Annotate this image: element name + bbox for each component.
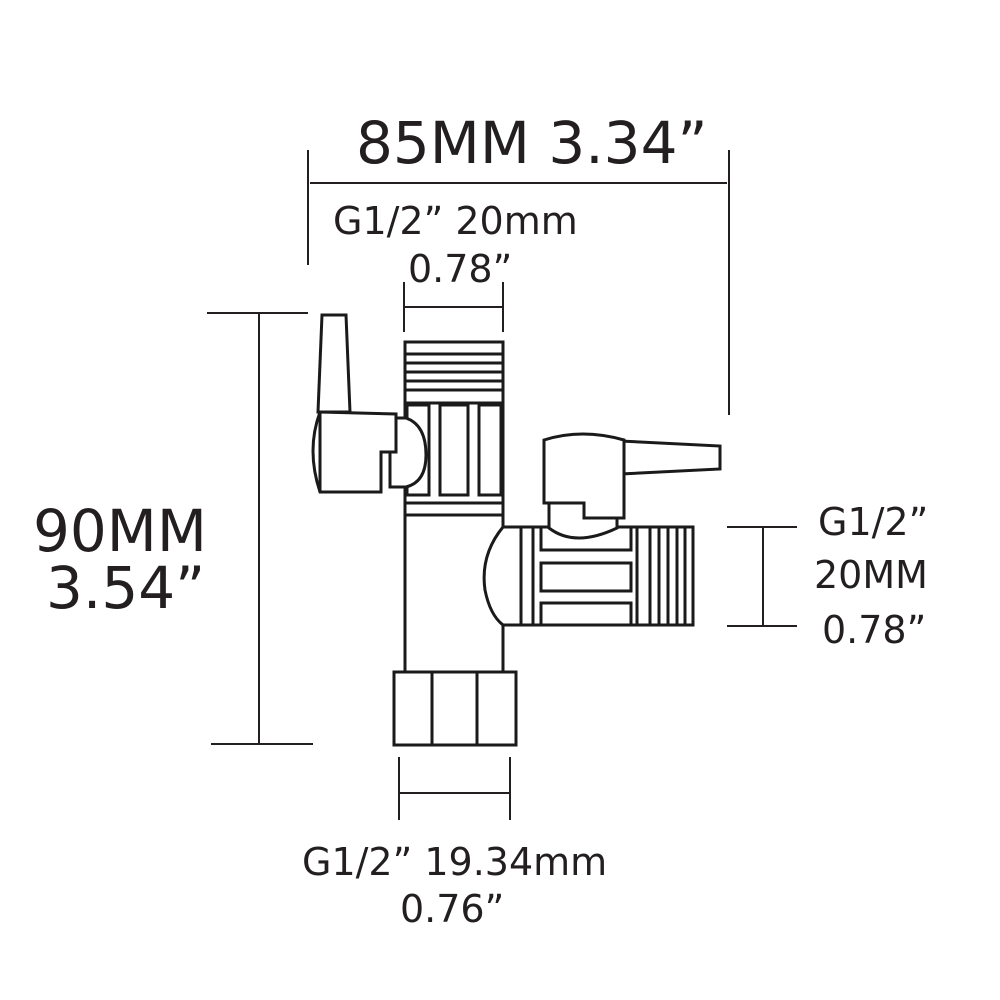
right-valve-outlet xyxy=(482,525,695,627)
top-inlet-thread-label: G1/2” 20mm xyxy=(333,199,578,243)
side-outlet-metric-label: 20MM xyxy=(814,553,928,597)
overall-width-label: 85MM 3.34” xyxy=(356,109,708,177)
bottom-connector-dimension-lines xyxy=(398,757,511,820)
width-dimension-lines xyxy=(307,150,730,415)
top-inlet-imperial-label: 0.78” xyxy=(408,247,513,291)
side-outlet-dimension-lines xyxy=(727,526,797,627)
overall-height-imperial-label: 3.54” xyxy=(46,554,206,622)
bottom-connector-thread-label: G1/2” 19.34mm xyxy=(302,840,608,884)
bottom-connector-imperial-label: 0.76” xyxy=(400,887,505,931)
right-valve-handle xyxy=(542,432,722,540)
overall-height-metric-label: 90MM xyxy=(33,497,207,565)
top-inlet-dimension-lines xyxy=(403,282,504,332)
valve-body xyxy=(403,340,505,674)
side-outlet-thread-label: G1/2” xyxy=(818,500,929,544)
side-outlet-imperial-label: 0.78” xyxy=(822,608,927,652)
height-dimension-lines xyxy=(207,312,313,745)
left-valve-handle xyxy=(311,313,428,494)
bottom-nut xyxy=(392,670,518,747)
